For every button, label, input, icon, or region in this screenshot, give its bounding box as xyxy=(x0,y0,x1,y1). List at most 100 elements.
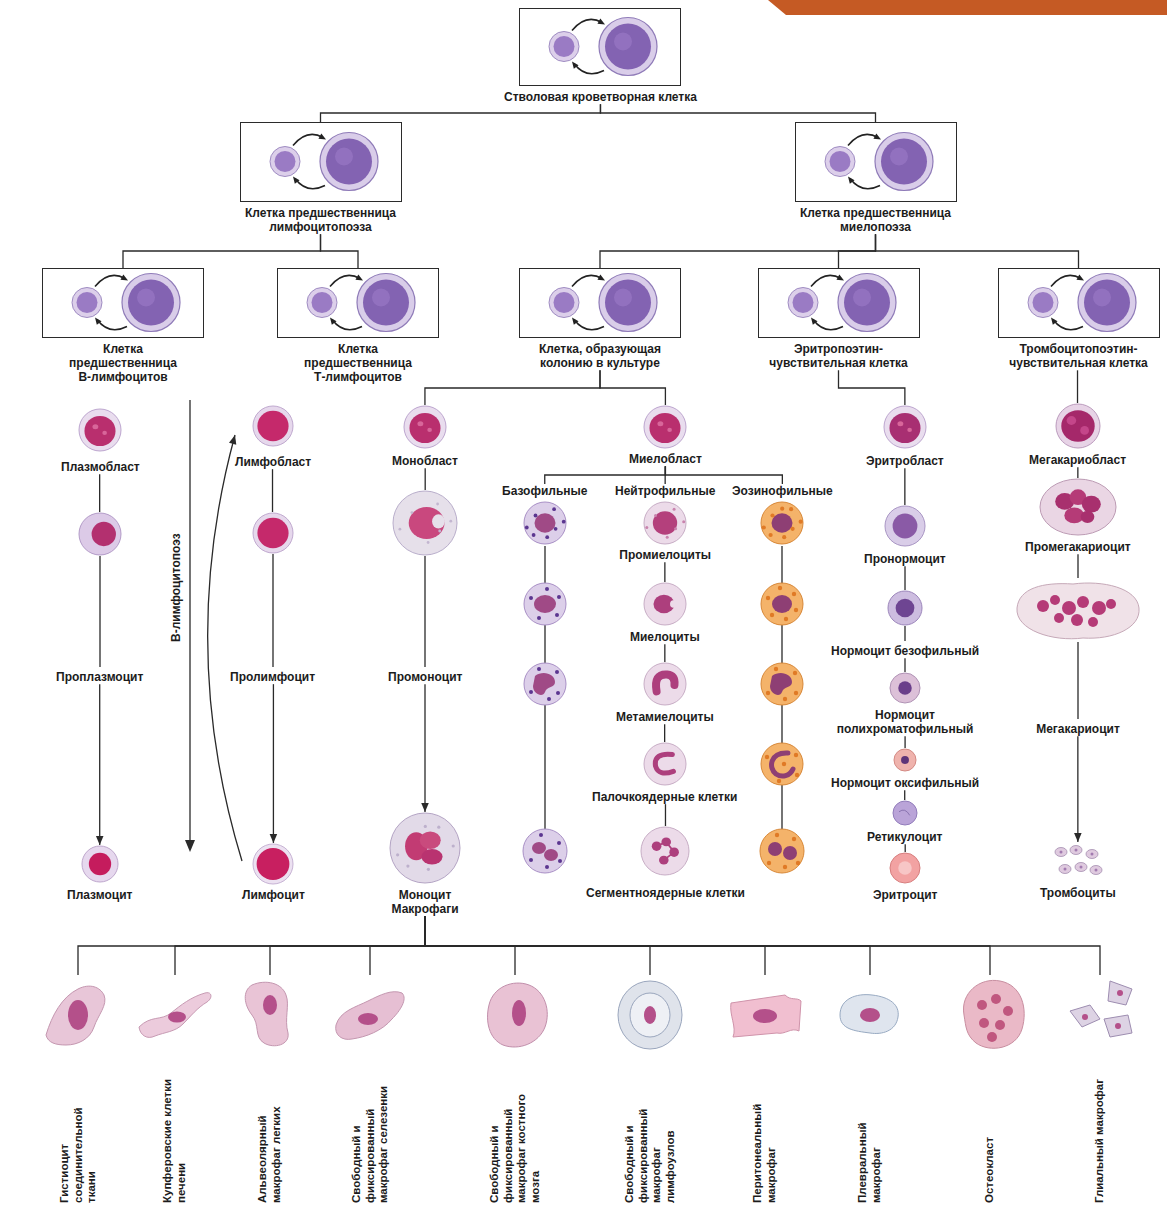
connector xyxy=(600,370,665,405)
cell-picture xyxy=(893,748,917,772)
connector-line xyxy=(1077,736,1078,842)
connector xyxy=(270,916,425,975)
nucleus xyxy=(263,995,277,1015)
cell-label: Миелобласт xyxy=(629,452,702,466)
granule xyxy=(537,616,541,620)
cell-body xyxy=(46,986,105,1045)
connector xyxy=(665,466,782,484)
blood-cell: Нормоцит оксифильный xyxy=(831,748,979,790)
cell-gap xyxy=(660,876,670,886)
cytoplasm xyxy=(641,827,689,875)
blood-cell: Нормоцит полихроматофильный xyxy=(830,672,980,736)
arrow-head xyxy=(836,275,844,281)
connector xyxy=(370,916,425,975)
granule xyxy=(674,527,677,530)
nucleus xyxy=(326,139,372,185)
connector xyxy=(839,234,876,268)
nucleus xyxy=(534,513,555,532)
arrow-head xyxy=(330,318,337,325)
connector xyxy=(175,916,425,975)
connector-line xyxy=(665,466,782,484)
cytoplasm xyxy=(82,846,118,882)
cell-picture xyxy=(643,742,687,786)
cell-gap xyxy=(95,452,105,460)
stem-cell-frame xyxy=(519,8,681,86)
nucleolus xyxy=(93,424,99,429)
nucleus xyxy=(1115,1023,1121,1029)
cell-pair xyxy=(520,9,679,84)
reticulum xyxy=(899,810,910,815)
lineage-arrow xyxy=(189,400,190,842)
nuclear-lobe xyxy=(1054,613,1064,623)
nucleus xyxy=(512,1000,526,1026)
large-cell xyxy=(357,274,415,332)
cell-label: Клетка предшественница В-лимфоцитов xyxy=(62,342,184,384)
cell-body xyxy=(1070,1005,1100,1027)
nucleus xyxy=(77,292,98,313)
cycle-arrow xyxy=(848,134,878,145)
granule xyxy=(766,691,770,695)
nucleus xyxy=(1084,280,1130,326)
cell-gap xyxy=(900,449,910,454)
small-cell xyxy=(270,147,300,177)
connector xyxy=(545,466,666,484)
connector xyxy=(1077,370,1078,403)
blood-cell: Тромбоциты xyxy=(1040,842,1116,900)
macrophage-cell: Остеокласт xyxy=(948,975,1032,1207)
connector xyxy=(665,804,666,826)
cytoplasm xyxy=(524,663,566,705)
stem-cell-frame xyxy=(42,268,204,338)
cell-gap xyxy=(420,449,430,454)
cytoplasm xyxy=(884,406,926,448)
cell-picture xyxy=(81,845,119,883)
blood-cell: Эритроцит xyxy=(873,852,937,902)
nuclear-lobe xyxy=(1050,595,1060,605)
cytoplasm xyxy=(890,853,920,883)
connector-line xyxy=(545,466,666,484)
nucleus xyxy=(409,413,440,443)
cell-label: Сегментноядерные клетки xyxy=(586,886,745,900)
arrow-head xyxy=(95,318,102,325)
arrow-head xyxy=(1051,318,1058,325)
progenitor-box: Клетка предшественница миелопоэза xyxy=(788,122,963,234)
connector xyxy=(321,104,601,122)
cell-label: Нормоцит оксифильный xyxy=(831,776,979,790)
connector-line xyxy=(273,684,274,843)
nucleus xyxy=(991,994,1001,1004)
connector-line xyxy=(904,790,905,800)
cell-picture xyxy=(252,843,294,885)
cell-pair xyxy=(241,123,400,200)
connector xyxy=(78,916,425,975)
connector-line xyxy=(600,234,876,268)
granule xyxy=(795,773,799,777)
nucleus xyxy=(168,1012,186,1023)
nuclear-lobe xyxy=(1066,416,1076,425)
granule xyxy=(427,868,430,871)
nucleus xyxy=(659,856,669,865)
lineage-line xyxy=(1073,642,1083,722)
connector-line xyxy=(321,234,359,268)
cell-label: Нормоцит безофильный xyxy=(831,644,979,658)
cell-picture xyxy=(643,501,687,545)
connector-line xyxy=(99,474,100,512)
cell-label: Тромбоциты xyxy=(1040,886,1116,900)
cycle-arrow xyxy=(574,64,604,74)
nucleus xyxy=(860,1008,880,1022)
connector-line xyxy=(425,370,600,405)
granule xyxy=(789,507,793,511)
nucleus-shade xyxy=(853,289,871,307)
nuclear-lobe xyxy=(1037,600,1049,612)
granule xyxy=(775,833,779,837)
cytoplasm xyxy=(1056,404,1100,448)
connector xyxy=(1077,467,1078,478)
nucleus-shade xyxy=(372,289,390,307)
nucleus xyxy=(844,280,890,326)
cell-gap xyxy=(900,826,910,830)
cell-picture xyxy=(887,590,923,626)
cytoplasm xyxy=(644,663,686,705)
cell-label: Свободный и фиксированный макрофаг костн… xyxy=(488,1078,542,1203)
nucleus xyxy=(898,681,912,695)
basophil-myelocyte xyxy=(524,583,566,625)
cytoplasm xyxy=(644,502,686,544)
process-label: В-лимфоцитопоэз xyxy=(169,533,183,642)
